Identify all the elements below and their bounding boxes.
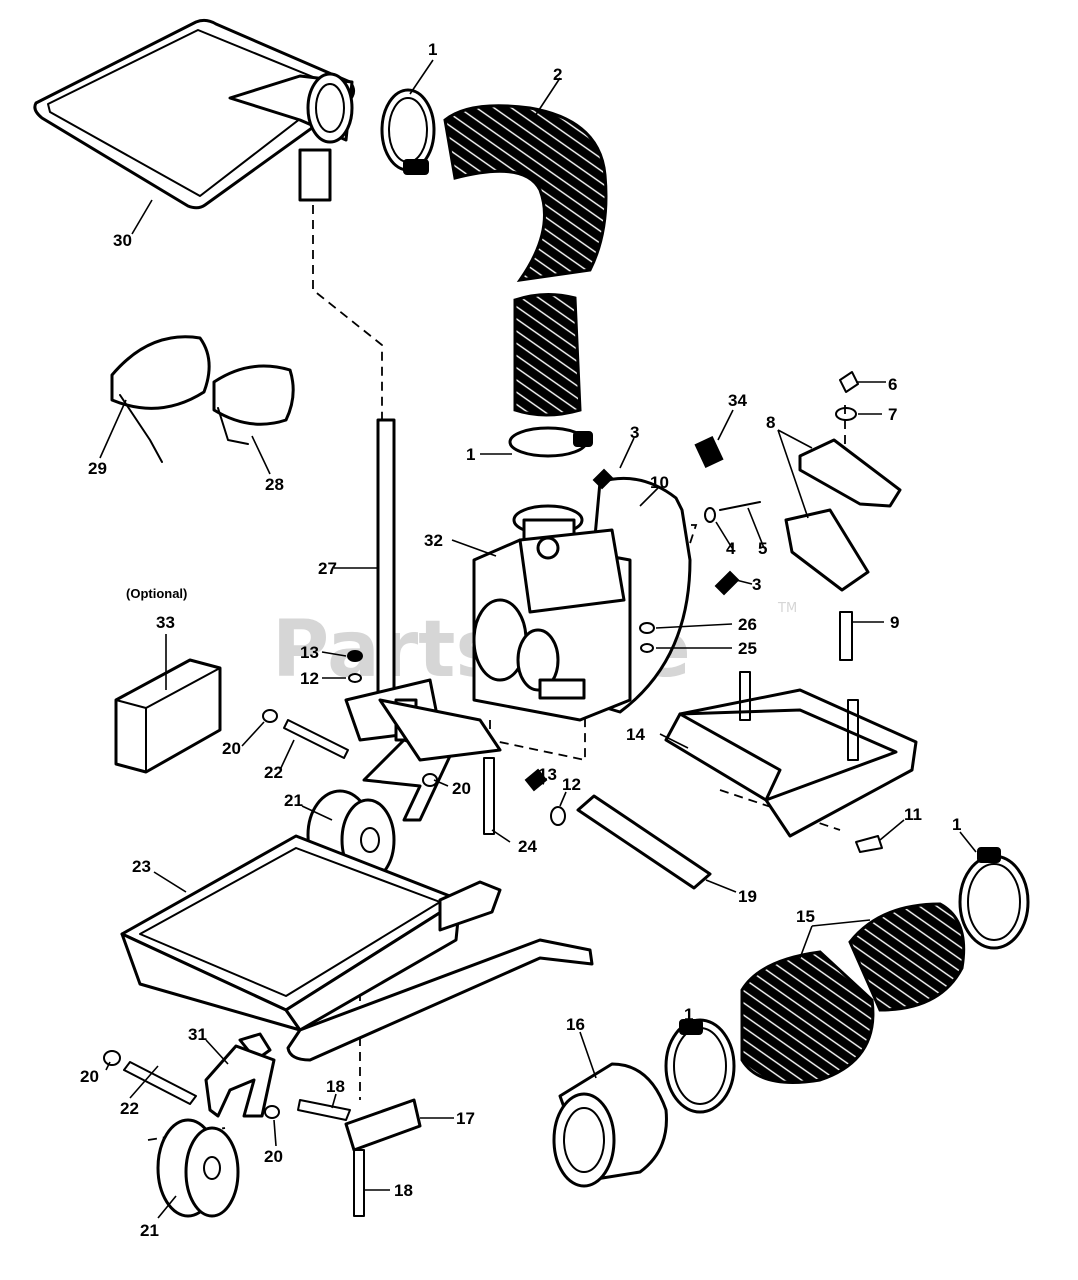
callout-1-lower: 1 xyxy=(466,445,475,464)
callout-15: 15 xyxy=(796,907,815,926)
callout-2: 2 xyxy=(553,65,562,84)
callout-16: 16 xyxy=(566,1015,585,1034)
hose-clamps-right xyxy=(664,847,1030,1114)
leader-lines xyxy=(99,59,977,1219)
callout-1-right: 1 xyxy=(952,815,961,834)
callout-23: 23 xyxy=(132,857,151,876)
blower-engine-assembly xyxy=(472,426,692,722)
watermark-trademark: TM xyxy=(777,601,797,616)
filter-bags xyxy=(740,902,966,1084)
callout-18-b: 18 xyxy=(394,1181,413,1200)
callout-10: 10 xyxy=(650,473,669,492)
callout-19: 19 xyxy=(738,887,757,906)
callout-24: 24 xyxy=(518,837,537,856)
callout-13-b: 13 xyxy=(538,765,557,784)
callout-27: 27 xyxy=(318,559,337,578)
callout-3-right: 3 xyxy=(752,575,761,594)
callout-28: 28 xyxy=(265,475,284,494)
callout-32: 32 xyxy=(424,531,443,550)
callout-21-b: 21 xyxy=(140,1221,159,1240)
callout-5: 5 xyxy=(758,539,767,558)
optional-note: (Optional) xyxy=(126,586,187,601)
callout-1: 1 xyxy=(428,40,437,59)
callout-21-a: 21 xyxy=(284,791,303,810)
flex-hose xyxy=(443,104,608,417)
callout-20-a: 20 xyxy=(222,739,241,758)
optional-box xyxy=(114,658,222,774)
caster-bracket xyxy=(362,698,502,822)
hose-clamp-top xyxy=(380,88,436,175)
hose-adapter xyxy=(552,1062,668,1188)
callout-22-a: 22 xyxy=(264,763,283,782)
callout-18-a: 18 xyxy=(326,1077,345,1096)
callout-20-d: 20 xyxy=(264,1147,283,1166)
callout-12-b: 12 xyxy=(562,775,581,794)
callout-25: 25 xyxy=(738,639,757,658)
callout-17: 17 xyxy=(456,1109,475,1128)
deflector-frame xyxy=(33,18,355,210)
callout-3: 3 xyxy=(630,423,639,442)
callout-20-c: 20 xyxy=(80,1067,99,1086)
callout-31: 31 xyxy=(188,1025,207,1044)
callout-1-bottom: 1 xyxy=(684,1005,693,1024)
callout-34: 34 xyxy=(728,391,747,410)
callout-8: 8 xyxy=(766,413,775,432)
engine-cradle xyxy=(664,671,918,838)
lower-caster-assembly xyxy=(103,1044,422,1218)
nut-washer-left xyxy=(262,650,363,759)
callout-20-b: 20 xyxy=(452,779,471,798)
callout-9: 9 xyxy=(890,613,899,632)
callout-13: 13 xyxy=(300,643,319,662)
lower-bracket-strip xyxy=(576,794,712,890)
callout-7: 7 xyxy=(888,405,897,424)
callout-33: 33 xyxy=(156,613,175,632)
callout-4: 4 xyxy=(726,539,736,558)
decal xyxy=(694,435,724,469)
callout-labels: 1 2 30 29 28 1 3 34 10 8 6 7 4 5 3 32 27… xyxy=(80,40,961,1240)
callout-12: 12 xyxy=(300,669,319,688)
fasteners-center xyxy=(483,757,883,853)
callout-26: 26 xyxy=(738,615,757,634)
mounting-brackets xyxy=(592,371,902,661)
callout-11: 11 xyxy=(904,805,922,824)
callout-14: 14 xyxy=(626,725,645,744)
callout-29: 29 xyxy=(88,459,107,478)
callout-6: 6 xyxy=(888,375,897,394)
nozzle-attachments xyxy=(110,335,295,463)
callout-22-b: 22 xyxy=(120,1099,139,1118)
callout-30: 30 xyxy=(113,231,132,250)
tray-frame xyxy=(120,834,594,1062)
